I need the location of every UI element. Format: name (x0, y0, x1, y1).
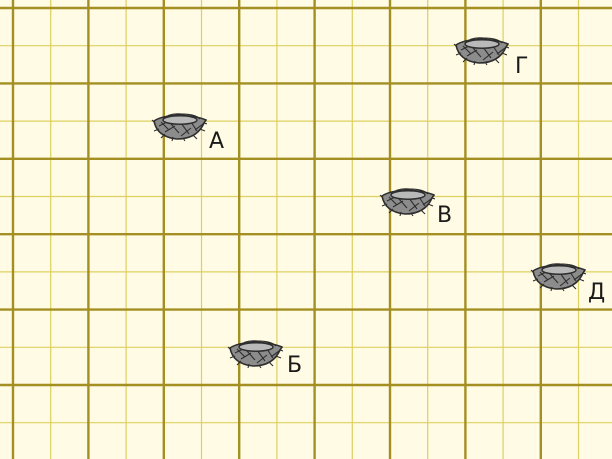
nest-g-icon (453, 32, 509, 66)
nest-v-label: В (437, 205, 452, 227)
nest-d-icon (530, 258, 586, 292)
nest-d-label: Д (588, 282, 605, 304)
nest-a-icon (151, 108, 207, 142)
nest-g-label: Г (515, 56, 528, 78)
nest-b-label: Б (287, 355, 302, 377)
nest-b-icon (227, 335, 283, 369)
nest-v-icon (379, 183, 435, 217)
nest-a-label: А (209, 131, 224, 153)
